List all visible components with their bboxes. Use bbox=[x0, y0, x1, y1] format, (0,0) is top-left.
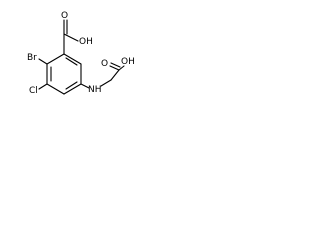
bond-acid-double-o-2 bbox=[110, 62, 121, 68]
benzene-ring bbox=[46, 53, 82, 95]
ring-bond-bottom-right bbox=[63, 83, 82, 95]
bond-ch2-to-acid-carbon bbox=[110, 69, 120, 81]
carboxyl-oh-label: OH bbox=[79, 37, 93, 47]
bond-ring-to-chlorine bbox=[38, 83, 48, 90]
ring-bond-top-left bbox=[46, 53, 65, 65]
carboxyl-o-label: O bbox=[61, 11, 68, 21]
molecule-structure: Br Cl OH O NH O OH bbox=[27, 11, 135, 96]
ring-double-bond-inner-2 bbox=[65, 81, 78, 90]
amine-label: NH bbox=[88, 85, 102, 95]
ring-bond-top-right bbox=[63, 53, 82, 65]
ring-bond-bottom-left bbox=[46, 83, 65, 95]
bond-acid-to-oh bbox=[118, 65, 125, 71]
bromine-label: Br bbox=[27, 53, 37, 63]
side-acid-o-label: O bbox=[101, 59, 108, 69]
bond-ring-to-bromine bbox=[38, 58, 48, 65]
bond-amine-to-ch2 bbox=[100, 79, 112, 87]
bond-carboxyl-to-oh bbox=[63, 33, 79, 42]
ring-double-bond-inner-1 bbox=[65, 57, 78, 66]
side-acid-oh-label: OH bbox=[121, 57, 135, 67]
bond-acid-double-o bbox=[109, 65, 120, 71]
chlorine-label: Cl bbox=[29, 86, 38, 96]
bond-ring-to-amine bbox=[80, 83, 90, 89]
